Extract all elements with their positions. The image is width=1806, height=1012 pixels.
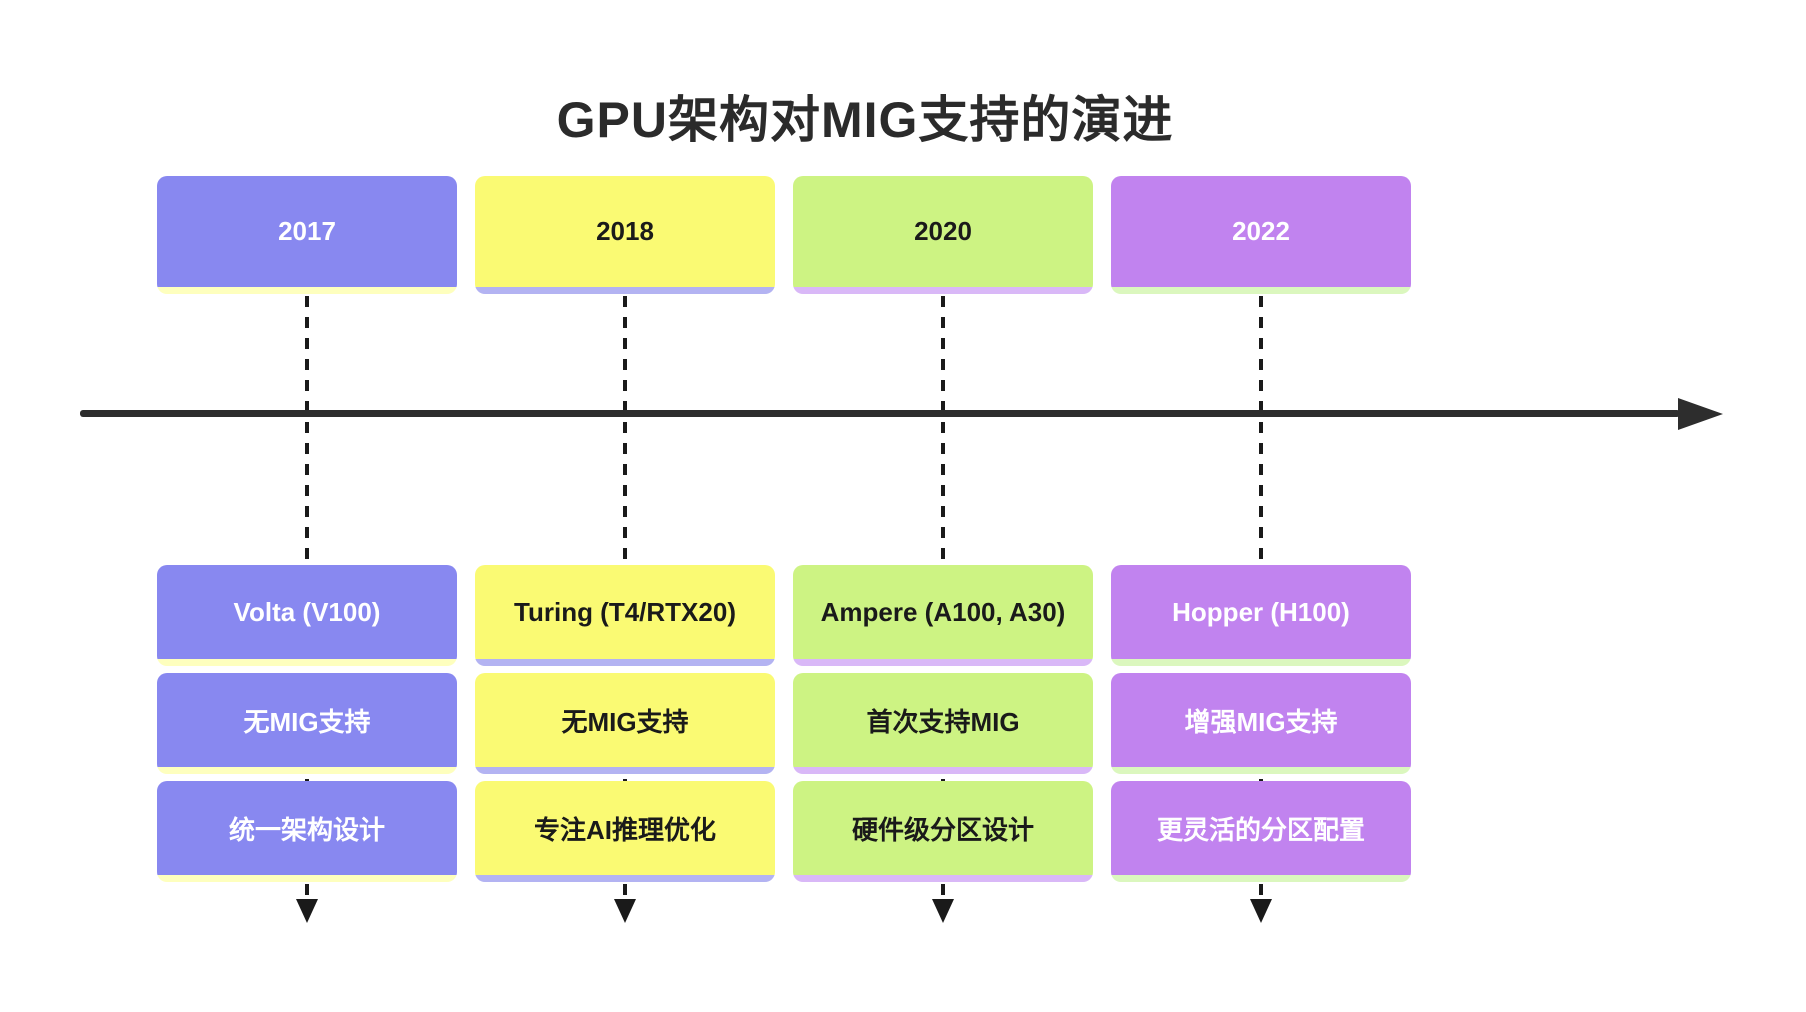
architecture-box: Volta (V100): [157, 565, 457, 666]
mig-status-box: 首次支持MIG: [793, 673, 1093, 774]
accent-strip: [475, 767, 775, 774]
mig-status-label: 首次支持MIG: [793, 673, 1093, 767]
down-arrow-icon: [1250, 899, 1272, 923]
architecture-label: Turing (T4/RTX20): [475, 565, 775, 659]
accent-strip: [157, 875, 457, 882]
accent-strip: [475, 287, 775, 294]
accent-strip: [1111, 875, 1411, 882]
design-note-label: 专注AI推理优化: [475, 781, 775, 875]
timeline-column-2017: 2017 Volta (V100) 无MIG支持 统一架构设计: [157, 0, 457, 1012]
accent-strip: [1111, 767, 1411, 774]
architecture-box: Hopper (H100): [1111, 565, 1411, 666]
accent-strip: [475, 875, 775, 882]
accent-strip: [793, 659, 1093, 666]
accent-strip: [475, 659, 775, 666]
architecture-label: Hopper (H100): [1111, 565, 1411, 659]
design-note-box: 硬件级分区设计: [793, 781, 1093, 882]
down-arrow-icon: [614, 899, 636, 923]
design-note-box: 统一架构设计: [157, 781, 457, 882]
accent-strip: [793, 875, 1093, 882]
design-note-label: 更灵活的分区配置: [1111, 781, 1411, 875]
mig-status-box: 无MIG支持: [157, 673, 457, 774]
accent-strip: [793, 287, 1093, 294]
timeline-column-2022: 2022 Hopper (H100) 增强MIG支持 更灵活的分区配置: [1111, 0, 1411, 1012]
year-box: 2018: [475, 176, 775, 294]
timeline-column-2018: 2018 Turing (T4/RTX20) 无MIG支持 专注AI推理优化: [475, 0, 775, 1012]
timeline-right-arrow-icon: [1678, 398, 1723, 430]
mig-status-label: 无MIG支持: [157, 673, 457, 767]
mig-status-box: 无MIG支持: [475, 673, 775, 774]
design-note-box: 专注AI推理优化: [475, 781, 775, 882]
architecture-label: Volta (V100): [157, 565, 457, 659]
year-label: 2017: [157, 176, 457, 287]
mig-status-label: 无MIG支持: [475, 673, 775, 767]
year-box: 2022: [1111, 176, 1411, 294]
year-label: 2022: [1111, 176, 1411, 287]
year-box: 2020: [793, 176, 1093, 294]
accent-strip: [1111, 287, 1411, 294]
mig-status-box: 增强MIG支持: [1111, 673, 1411, 774]
year-label: 2020: [793, 176, 1093, 287]
timeline-column-2020: 2020 Ampere (A100, A30) 首次支持MIG 硬件级分区设计: [793, 0, 1093, 1012]
accent-strip: [157, 287, 457, 294]
accent-strip: [1111, 659, 1411, 666]
down-arrow-icon: [296, 899, 318, 923]
diagram-title: GPU架构对MIG支持的演进: [556, 92, 1174, 148]
design-note-box: 更灵活的分区配置: [1111, 781, 1411, 882]
accent-strip: [793, 767, 1093, 774]
timeline-axis-line: [80, 410, 1680, 417]
architecture-box: Turing (T4/RTX20): [475, 565, 775, 666]
down-arrow-icon: [932, 899, 954, 923]
year-box: 2017: [157, 176, 457, 294]
design-note-label: 统一架构设计: [157, 781, 457, 875]
architecture-box: Ampere (A100, A30): [793, 565, 1093, 666]
accent-strip: [157, 659, 457, 666]
design-note-label: 硬件级分区设计: [793, 781, 1093, 875]
architecture-label: Ampere (A100, A30): [793, 565, 1093, 659]
accent-strip: [157, 767, 457, 774]
year-label: 2018: [475, 176, 775, 287]
mig-status-label: 增强MIG支持: [1111, 673, 1411, 767]
